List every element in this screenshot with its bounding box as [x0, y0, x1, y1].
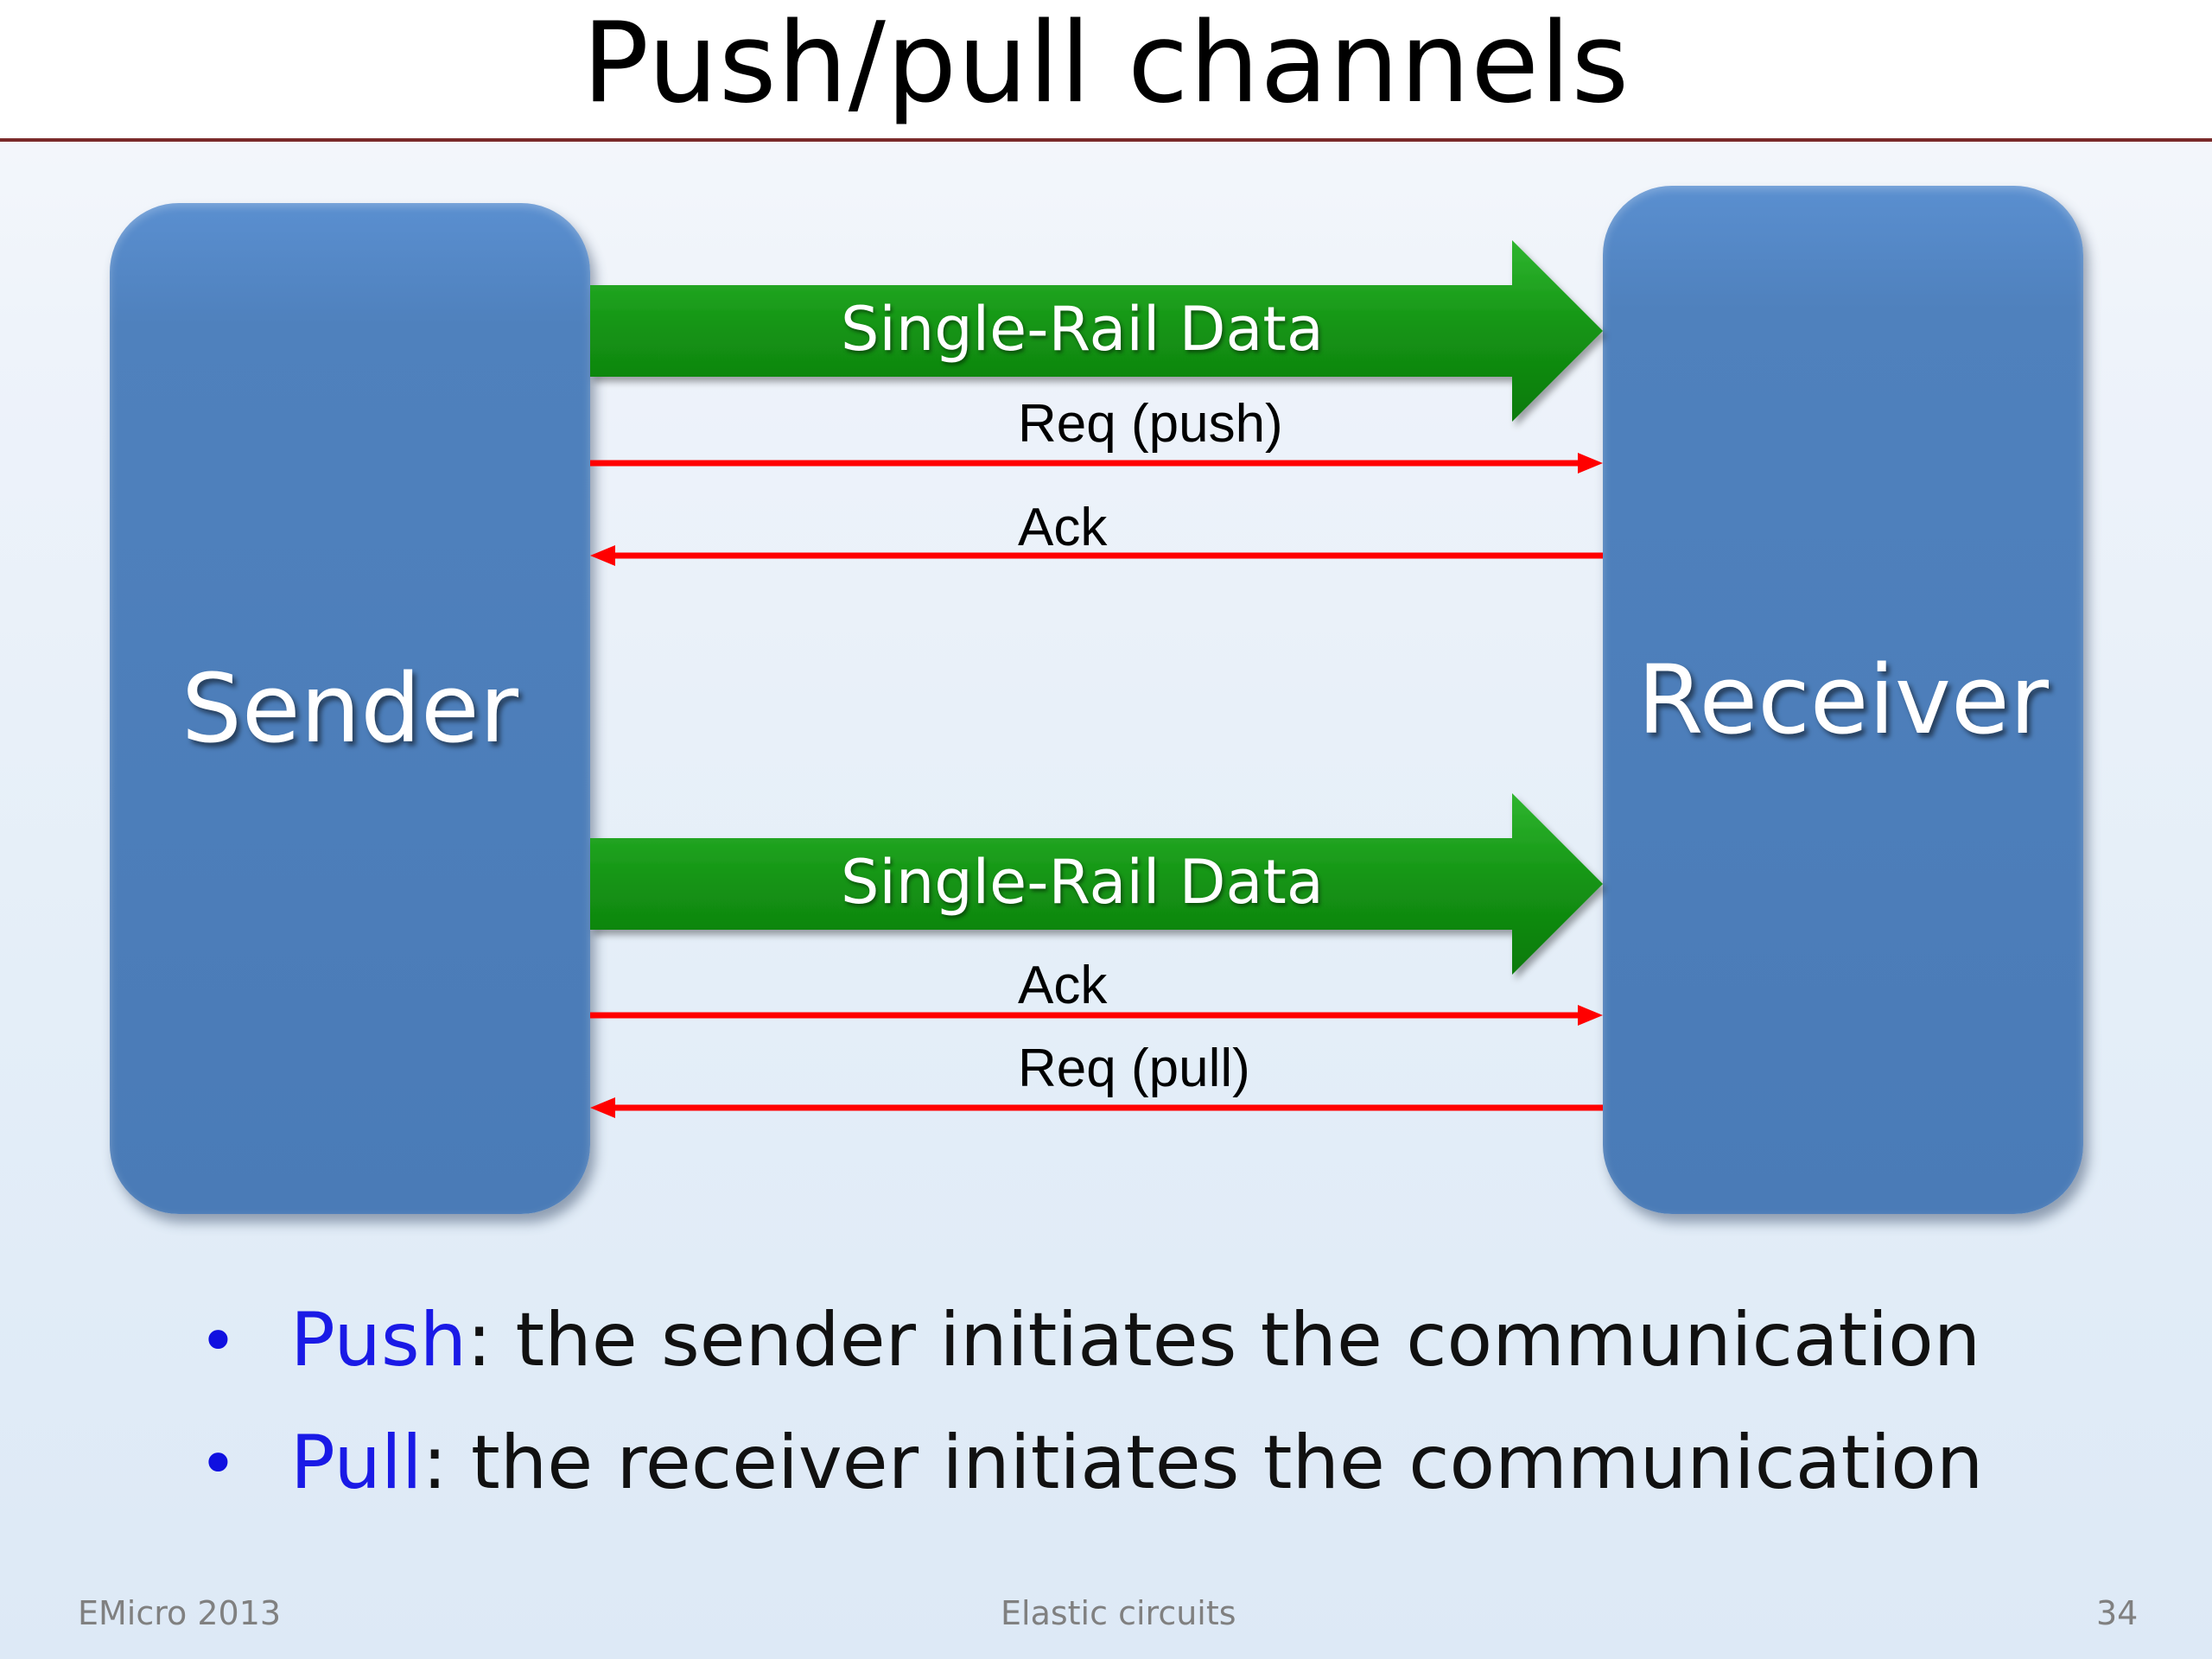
bullet-dot-icon: •	[199, 1301, 238, 1379]
bottom-ack-line	[590, 1005, 1603, 1026]
sender-block: Sender	[110, 203, 590, 1214]
bullet-keyword-push: Push	[290, 1297, 467, 1383]
footer-page-number: 34	[2096, 1594, 2139, 1632]
bottom-req-pull-line	[590, 1097, 1603, 1118]
top-ack-line	[590, 545, 1603, 566]
bottom-ack-label: Ack	[1018, 956, 1108, 1015]
receiver-block: Receiver	[1603, 186, 2083, 1214]
top-req-push-label: Req (push)	[1018, 394, 1283, 454]
bullet-item-push: • Push: the sender initiates the communi…	[199, 1279, 1983, 1402]
bullet-text-pull: : the receiver initiates the communicati…	[422, 1420, 1984, 1506]
bullet-list: • Push: the sender initiates the communi…	[199, 1279, 1983, 1524]
receiver-label: Receiver	[1637, 645, 2049, 755]
footer-center: Elastic circuits	[1001, 1594, 1236, 1632]
top-ack-label: Ack	[1018, 498, 1108, 557]
footer-left: EMicro 2013	[78, 1594, 282, 1632]
bullet-dot-icon: •	[199, 1424, 238, 1502]
title-bar: Push/pull channels	[0, 0, 2212, 142]
bottom-req-pull-label: Req (pull)	[1018, 1039, 1250, 1098]
bullet-text-push: : the sender initiates the communication	[467, 1297, 1981, 1383]
bullet-item-pull: • Pull: the receiver initiates the commu…	[199, 1402, 1983, 1524]
bottom-data-label: Single-Rail Data	[841, 847, 1324, 918]
bullet-keyword-pull: Pull	[290, 1420, 423, 1506]
slide-title: Push/pull channels	[582, 0, 1630, 128]
bottom-data-arrow	[590, 793, 1603, 975]
top-data-label: Single-Rail Data	[841, 294, 1324, 365]
sender-label: Sender	[181, 653, 518, 764]
top-data-arrow	[590, 240, 1603, 422]
top-req-push-line	[590, 453, 1603, 474]
